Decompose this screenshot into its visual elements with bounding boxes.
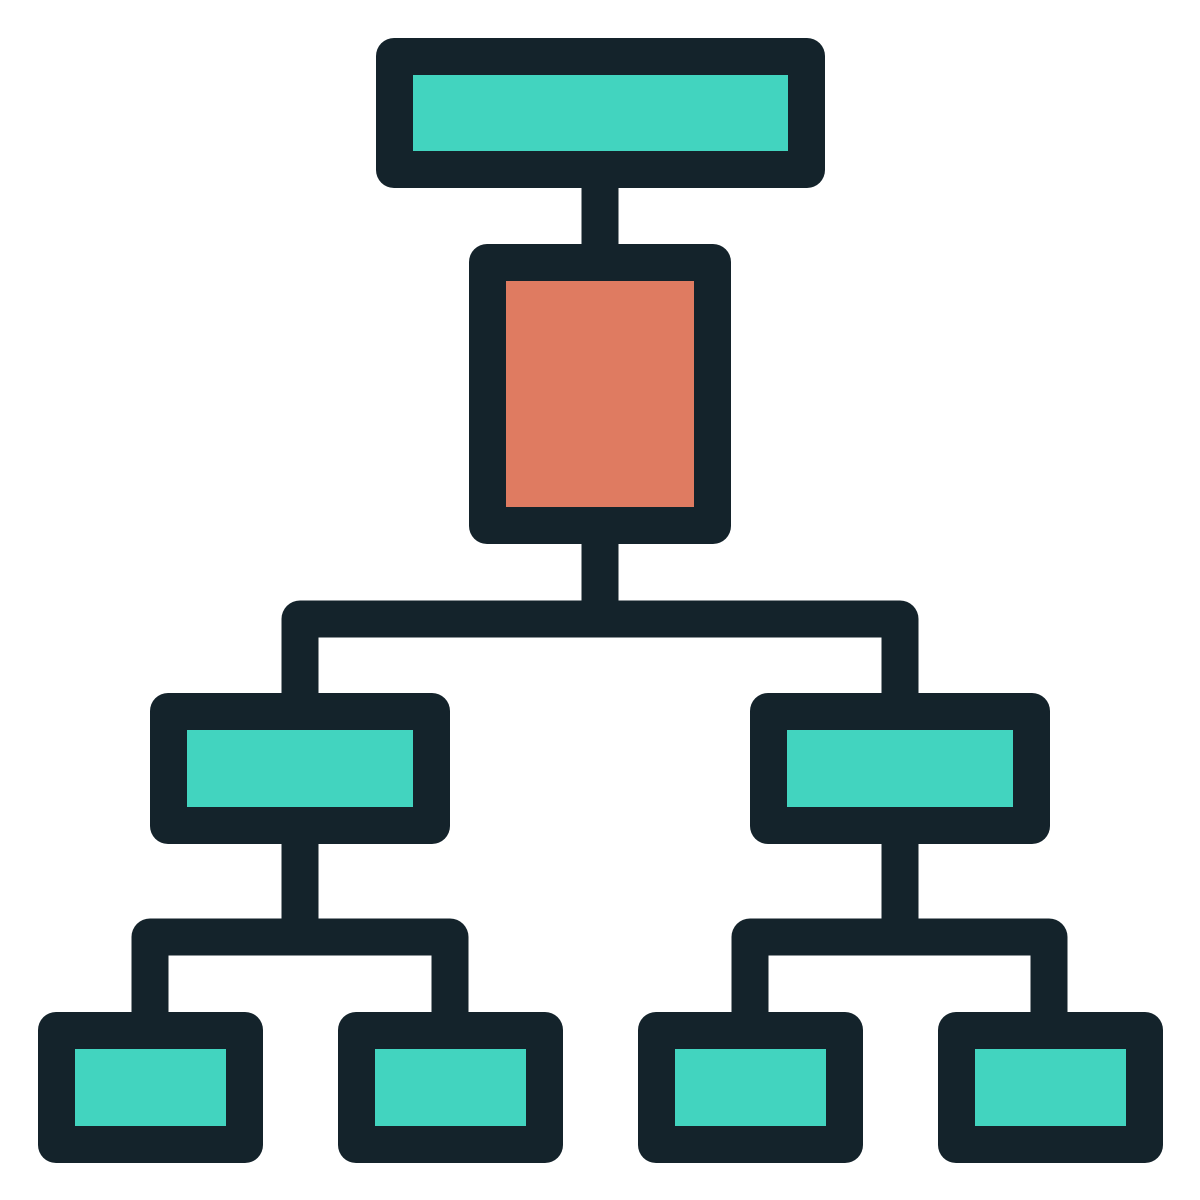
node-fill [675,1049,826,1126]
hierarchy-nodes [38,38,1163,1163]
node-fill [187,730,413,807]
node-fill [413,75,788,151]
node-fill [975,1049,1126,1126]
connector-midright-branch [731,918,1068,1012]
node-leaf-3 [638,1012,863,1163]
node-root [376,38,825,188]
connector-branch-horizontal [281,600,919,693]
node-leaf-1 [38,1012,263,1163]
node-fill [75,1049,226,1126]
node-center [469,244,731,544]
node-fill [787,730,1013,807]
node-leaf-4 [938,1012,1163,1163]
node-mid-left [150,693,450,844]
node-leaf-2 [338,1012,563,1163]
connector-lines [131,188,1068,1012]
node-fill [506,281,694,507]
node-fill [375,1049,526,1126]
connector-midleft-branch [131,918,469,1012]
node-mid-right [750,693,1050,844]
